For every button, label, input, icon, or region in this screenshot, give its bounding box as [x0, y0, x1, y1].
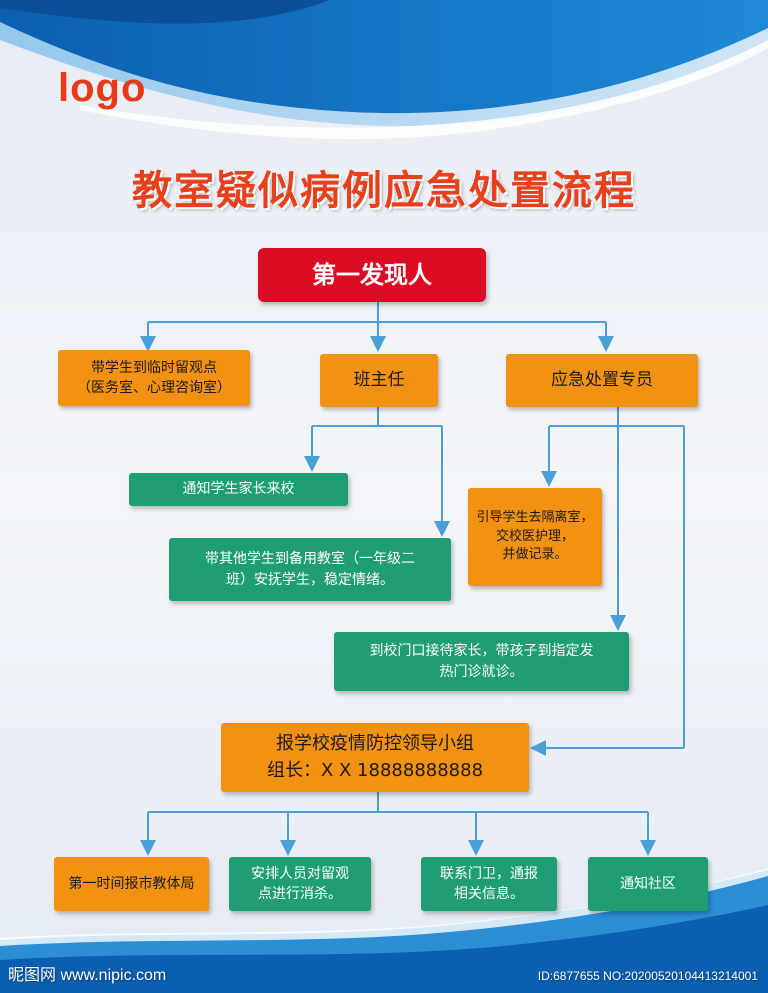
report-group-leader: 组长：X X 18888888888	[266, 759, 484, 781]
node-escort-student: 带学生到临时留观点 （医务室、心理咨询室）	[58, 350, 250, 406]
page-title: 教室疑似病例应急处置流程	[132, 168, 636, 214]
logo: logo	[58, 66, 147, 110]
node-report-group: 报学校疫情防控领导小组 组长：X X 18888888888	[221, 723, 529, 792]
node-receive-parents: 到校门口接待家长，带孩子到指定发 热门诊就诊。	[334, 632, 629, 691]
watermark-site: 昵图网 www.nipic.com	[8, 967, 167, 984]
node-contact-guard: 联系门卫，通报 相关信息。	[421, 857, 557, 911]
node-other-students: 带其他学生到备用教室（一年级二 班）安抚学生，稳定情绪。	[169, 538, 451, 601]
node-first-finder: 第一发现人	[258, 248, 486, 302]
node-emergency-officer: 应急处置专员	[506, 354, 698, 407]
node-notify-community: 通知社区	[588, 857, 708, 911]
node-report-bureau: 第一时间报市教体局	[54, 857, 209, 911]
node-disinfect: 安排人员对留观 点进行消杀。	[229, 857, 371, 911]
node-guide-isolation: 引导学生去隔离室， 交校医护理， 并做记录。	[468, 488, 602, 586]
watermark-id: ID:6877655 NO:20200520104413214001	[537, 969, 758, 983]
report-group-title: 报学校疫情防控领导小组	[276, 733, 474, 755]
node-head-teacher: 班主任	[320, 354, 438, 407]
node-notify-parents: 通知学生家长来校	[129, 473, 348, 506]
